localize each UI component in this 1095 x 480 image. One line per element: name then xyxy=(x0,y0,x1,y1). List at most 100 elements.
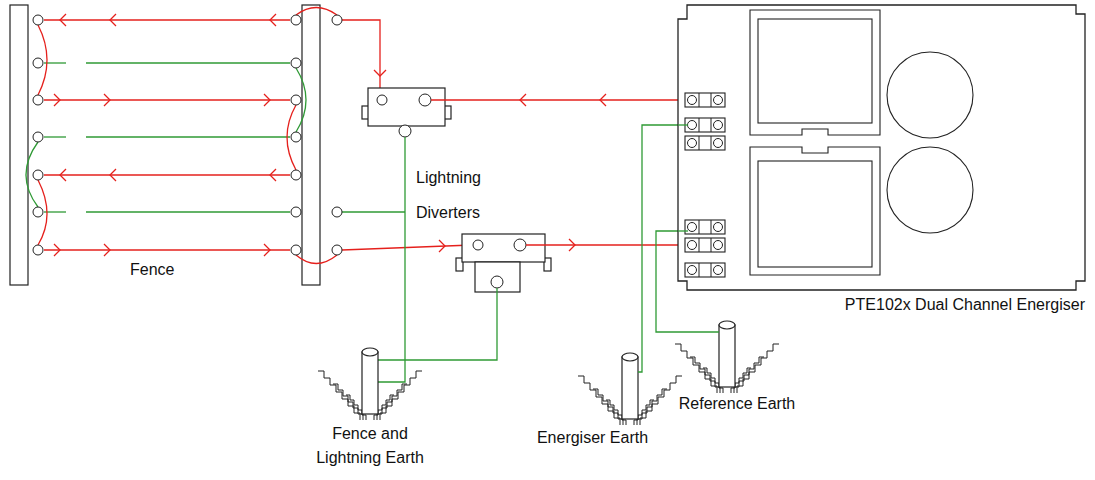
transformer xyxy=(887,147,973,233)
transformer xyxy=(887,52,973,138)
energiser-drawing xyxy=(678,5,1085,317)
terminal-screw xyxy=(688,241,697,250)
energiser-part xyxy=(685,263,725,277)
earth-rod xyxy=(719,325,735,387)
wire xyxy=(662,331,719,332)
earth-stake: Reference Earth xyxy=(662,318,812,416)
grass-leaf xyxy=(578,376,620,425)
terminal-screw xyxy=(688,266,697,275)
energiser-body xyxy=(678,5,1085,290)
wire xyxy=(378,288,497,360)
wire-loop xyxy=(60,14,66,26)
earth-rod-top xyxy=(362,348,378,356)
housing xyxy=(10,5,28,285)
wire-loop xyxy=(520,94,526,106)
insulator xyxy=(33,58,43,68)
terminal-screw xyxy=(688,139,697,148)
fence-label: Fence xyxy=(130,260,174,280)
terminal-screw xyxy=(714,266,723,275)
earth-rod-top xyxy=(719,321,735,329)
insulator xyxy=(291,15,301,25)
wire xyxy=(86,136,290,137)
wire-loop xyxy=(110,169,116,181)
earth-wire xyxy=(656,231,678,332)
module-outline xyxy=(750,147,880,275)
wire xyxy=(86,211,290,212)
insulator xyxy=(33,245,43,255)
insulator xyxy=(491,276,503,288)
energiser-unit: PTE102x Dual Channel Energiser xyxy=(678,5,1085,317)
terminal-divider xyxy=(711,220,712,234)
housing xyxy=(462,234,545,262)
energiser-part xyxy=(685,93,725,107)
earth-rod xyxy=(362,352,378,414)
energiser-part xyxy=(685,118,725,132)
wire-loop xyxy=(104,244,110,256)
earth-stake-icon xyxy=(318,348,422,420)
terminal-divider xyxy=(711,118,712,132)
housing xyxy=(475,262,520,292)
wire-loop xyxy=(110,14,116,26)
terminal-divider xyxy=(699,220,700,234)
node-label: Energiser Earth xyxy=(535,426,650,450)
diverter-label: Lightning Diverters xyxy=(416,160,494,230)
wire xyxy=(86,62,290,63)
grass-leaf xyxy=(380,371,422,420)
grass-leaf xyxy=(318,371,360,420)
insulator xyxy=(473,240,483,250)
energiser-case xyxy=(678,5,1085,290)
energiser-part xyxy=(758,161,872,267)
insulator xyxy=(377,95,387,105)
earth-stake-icon xyxy=(578,353,682,425)
terminal-divider xyxy=(711,263,712,277)
housing xyxy=(368,88,445,126)
terminal-divider xyxy=(711,238,712,252)
grass-leaf xyxy=(640,376,682,425)
wire-loop xyxy=(296,255,337,264)
wire xyxy=(44,136,66,137)
insulator xyxy=(33,170,43,180)
earth-wire xyxy=(642,125,678,350)
wire-loop xyxy=(600,94,606,106)
energiser-part xyxy=(758,19,872,123)
insulator xyxy=(291,58,301,68)
insulator xyxy=(33,95,43,105)
node-label: PTE102x Dual Channel Energiser xyxy=(678,293,1085,317)
fence-wiring xyxy=(10,5,688,382)
wire xyxy=(342,20,380,94)
insulator xyxy=(291,95,301,105)
node-label: Fence and Lightning Earth xyxy=(305,422,435,470)
terminal-divider xyxy=(711,93,712,107)
insulator xyxy=(332,245,342,255)
insulator xyxy=(33,207,43,217)
insulator xyxy=(514,239,526,251)
grass-leaf xyxy=(737,344,779,393)
insulator xyxy=(33,132,43,142)
energiser-part xyxy=(685,238,725,252)
energiser-part xyxy=(685,136,725,150)
earth-stake: Fence and Lightning Earth xyxy=(305,345,435,470)
insulator xyxy=(291,170,301,180)
wire-loop xyxy=(60,169,66,181)
wire xyxy=(342,211,405,212)
wire-loop xyxy=(270,14,276,26)
wire-loop xyxy=(374,70,386,76)
insulator xyxy=(332,207,342,217)
insulator xyxy=(399,125,411,137)
wire xyxy=(342,245,472,250)
wire xyxy=(678,230,688,231)
node-label: Reference Earth xyxy=(662,392,812,416)
wire xyxy=(431,99,688,100)
wire-loop xyxy=(270,169,276,181)
wire-loop xyxy=(104,94,110,106)
grass-leaf xyxy=(675,344,717,393)
earth-rod-top xyxy=(622,353,638,361)
insulator xyxy=(419,94,431,106)
terminal-divider xyxy=(699,118,700,132)
wire xyxy=(678,124,688,125)
earth-rod xyxy=(622,357,638,419)
wire xyxy=(638,350,642,372)
wire-loop xyxy=(54,244,60,256)
wire xyxy=(526,244,688,245)
